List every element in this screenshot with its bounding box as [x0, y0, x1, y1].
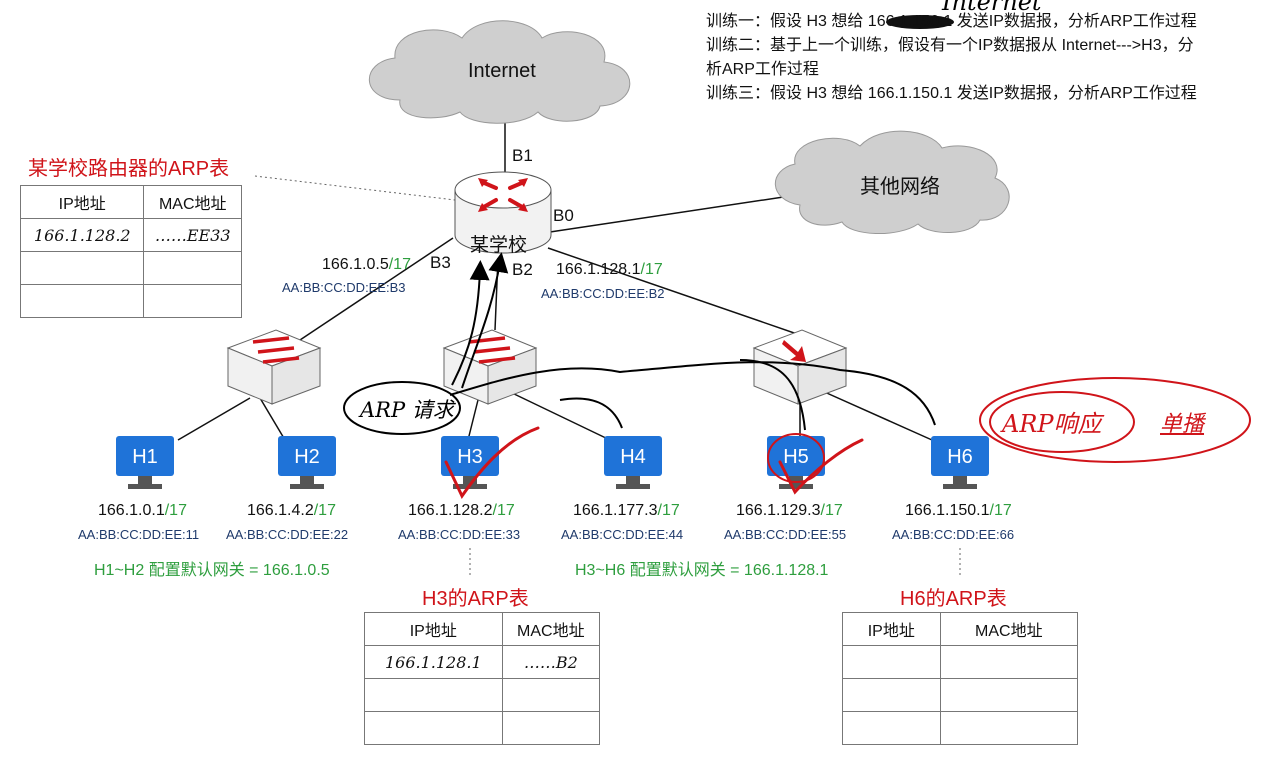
col-header-mac: MAC地址	[143, 185, 242, 219]
host-mac-h6: AA:BB:CC:DD:EE:66	[892, 527, 1015, 542]
port-b0: B0	[553, 206, 574, 225]
h3-arp-mac-1	[501, 678, 601, 712]
link-router-other	[549, 195, 791, 233]
host-mac-h1: AA:BB:CC:DD:EE:11	[78, 527, 200, 542]
link-router-switch2	[494, 257, 499, 331]
handwritten-internet: Internet	[942, 0, 1042, 16]
router-arp-table: IP地址 MAC地址 166.1.128.2 ……EE33	[19, 185, 242, 318]
router-arp-mac-1	[143, 251, 242, 285]
h3-arp-mac-0: ……B2	[501, 645, 601, 679]
b2-mac: AA:BB:CC:DD:EE:B2	[541, 286, 665, 301]
arp-request-arrow	[451, 252, 509, 389]
monitor-icon-h2	[278, 436, 336, 489]
monitor-icon-h6	[931, 436, 989, 489]
arp-request-bubble	[343, 381, 461, 435]
h6-arp-ip-0	[842, 645, 941, 679]
arp-response-circle	[979, 377, 1251, 463]
host-ip-h5: 166.1.129.3/17	[736, 502, 843, 519]
link-router-switch3	[547, 247, 801, 336]
router-name: 某学校	[470, 235, 528, 256]
switch-icon-1	[226, 329, 322, 405]
host-mac-h5: AA:BB:CC:DD:EE:55	[724, 527, 847, 542]
redaction-mark	[886, 15, 954, 29]
router-arp-ip-1	[19, 251, 145, 285]
h6-arp-mac-1	[939, 678, 1079, 712]
task-3: 训练三：假设 H3 想给 166.1.150.1 发送IP数据报，分析ARP工作…	[706, 85, 1197, 102]
gateway-right: H3~H6 配置默认网关 = 166.1.128.1	[575, 562, 829, 579]
link-switch1-h1	[177, 397, 251, 441]
b3-mac: AA:BB:CC:DD:EE:B3	[282, 280, 406, 295]
host-name-h5: H5	[783, 446, 809, 468]
router-icon	[454, 171, 552, 254]
host-mac-h4: AA:BB:CC:DD:EE:44	[561, 527, 684, 542]
h6-arp-mac-2	[939, 711, 1079, 745]
host-ip-h3: 166.1.128.2/17	[408, 502, 515, 519]
h6-arp-table: IP地址 MAC地址	[842, 612, 1079, 745]
h3-arp-mac-2	[501, 711, 601, 745]
host-monitors	[116, 436, 989, 489]
h3-arp-ip-1	[364, 678, 503, 712]
task-1: 训练一：假设 H3 想给 166.1.150.1 发送IP数据报，分析ARP工作…	[706, 13, 1197, 30]
router-arp-mac-2	[143, 284, 242, 318]
task-2: 训练二：基于上一个训练，假设有一个IP数据报从 Internet--->H3，分	[706, 37, 1194, 54]
internet-label: Internet	[468, 60, 536, 82]
port-b3: B3	[430, 253, 451, 272]
link-router-switch1	[299, 237, 454, 341]
host-ip-h2: 166.1.4.2/17	[247, 502, 336, 519]
h6-arp-ip-1	[842, 678, 941, 712]
host-ip-h6: 166.1.150.1/17	[905, 502, 1012, 519]
link-switch3-h6	[819, 389, 933, 441]
host-name-h1: H1	[132, 446, 158, 468]
other-network-label: 其他网络	[860, 176, 940, 198]
h6-arp-mac-0	[939, 645, 1079, 679]
h6-arp-title: H6的ARP表	[900, 588, 1007, 610]
broadcast-curve	[449, 359, 936, 431]
arp-request-label: ARP 请求	[360, 398, 454, 422]
host-name-h4: H4	[620, 446, 646, 468]
router-arp-mac-0: ……EE33	[143, 218, 242, 252]
col-header-ip: IP地址	[842, 612, 941, 646]
host-name-h3: H3	[457, 446, 483, 468]
host-name-h2: H2	[294, 446, 320, 468]
network-links	[177, 118, 933, 441]
router-arp-ip-2	[19, 284, 145, 318]
checkmarks	[444, 426, 864, 499]
h3-arp-table: IP地址 MAC地址 166.1.128.1 ……B2	[364, 612, 601, 745]
port-b1: B1	[512, 146, 533, 165]
col-header-mac: MAC地址	[939, 612, 1079, 646]
leader-lines	[254, 175, 961, 576]
switch-icon-2	[442, 329, 538, 405]
col-header-ip: IP地址	[364, 612, 503, 646]
arp-response-label: ARP响应	[1002, 410, 1102, 438]
task-2-cont: 析ARP工作过程	[706, 61, 819, 78]
monitor-icon-h4	[604, 436, 662, 489]
router-arp-ip-0: 166.1.128.2	[19, 218, 145, 252]
host-name-h6: H6	[947, 446, 973, 468]
unicast-label: 单播	[1160, 412, 1205, 437]
host-ip-h1: 166.1.0.1/17	[98, 502, 187, 519]
h3-arp-ip-2	[364, 711, 503, 745]
link-switch2-h4	[509, 391, 611, 441]
col-header-ip: IP地址	[19, 185, 145, 219]
b2-ip: 166.1.128.1/17	[556, 261, 663, 278]
host-mac-h2: AA:BB:CC:DD:EE:22	[226, 527, 349, 542]
link-switch1-h2	[259, 397, 286, 441]
task-block: 训练一：假设 H3 想给 166.1.150.1 发送IP数据报，分析ARP工作…	[706, 10, 1266, 106]
switch-icon-3	[752, 329, 848, 405]
h3-arp-ip-0: 166.1.128.1	[364, 645, 503, 679]
h6-arp-ip-2	[842, 711, 941, 745]
col-header-mac: MAC地址	[501, 612, 601, 646]
b3-ip: 166.1.0.5/17	[322, 256, 411, 273]
router-arp-title: 某学校路由器的ARP表	[28, 158, 230, 180]
internet-cloud	[368, 20, 631, 124]
port-b2: B2	[512, 260, 533, 279]
monitor-icon-h1	[116, 436, 174, 489]
host-ip-h4: 166.1.177.3/17	[573, 502, 680, 519]
gateway-left: H1~H2 配置默认网关 = 166.1.0.5	[94, 562, 330, 579]
host-mac-h3: AA:BB:CC:DD:EE:33	[398, 527, 521, 542]
other-network-cloud	[774, 130, 1010, 234]
h3-arp-title: H3的ARP表	[422, 588, 529, 610]
